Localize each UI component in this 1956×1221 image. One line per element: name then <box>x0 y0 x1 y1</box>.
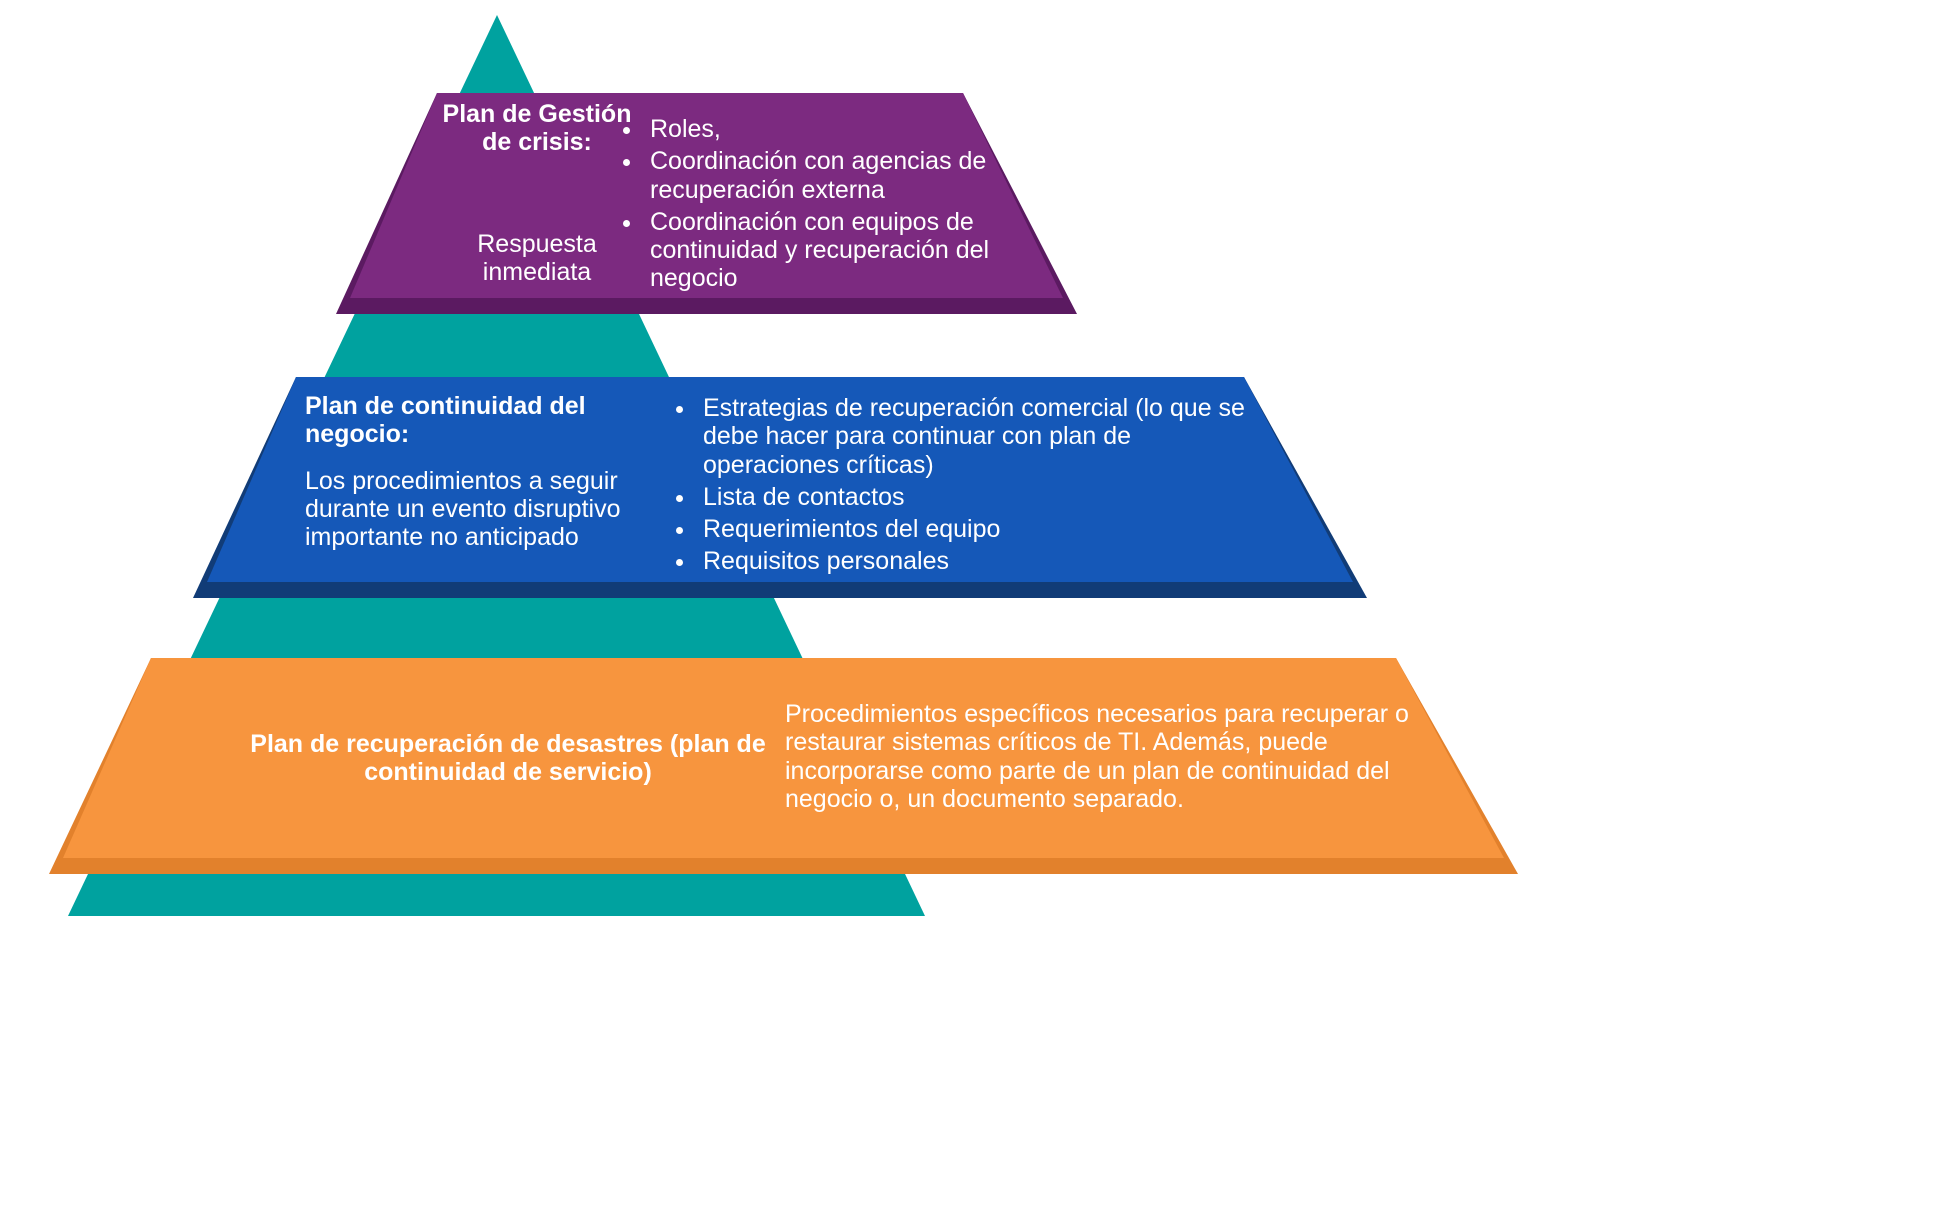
continuity-band-text-block: Plan de continuidad del negocio: Los pro… <box>305 392 660 551</box>
bullet-item: Requerimientos del equipo <box>697 515 1252 543</box>
bullet-item: Roles, <box>644 115 992 143</box>
recovery-band-shape <box>63 658 1504 858</box>
crisis-band-title: Plan de Gestión de crisis: <box>442 100 632 157</box>
crisis-bullet-list: Roles, Coordinación con agencias de recu… <box>612 115 992 297</box>
bullet-item: Lista de contactos <box>697 483 1252 511</box>
bullet-item: Estrategias de recuperación comercial (l… <box>697 394 1252 479</box>
recovery-band-description: Procedimientos específicos necesarios pa… <box>785 700 1409 813</box>
crisis-band-subtitle: Respuesta inmediata <box>477 230 597 287</box>
continuity-bullet-list: Estrategias de recuperación comercial (l… <box>665 394 1252 580</box>
continuity-band-title: Plan de continuidad del negocio: <box>305 392 586 449</box>
recovery-band-title: Plan de recuperación de desastres (plan … <box>250 730 766 787</box>
bullet-item: Coordinación con agencias de recuperació… <box>644 147 992 204</box>
crisis-band-shape <box>350 93 1063 298</box>
bullet-item: Requisitos personales <box>697 547 1252 575</box>
bullet-item: Coordinación con equipos de continuidad … <box>644 208 992 293</box>
continuity-band-shape <box>207 377 1353 582</box>
continuity-band-description: Los procedimientos a seguir durante un e… <box>305 466 621 552</box>
